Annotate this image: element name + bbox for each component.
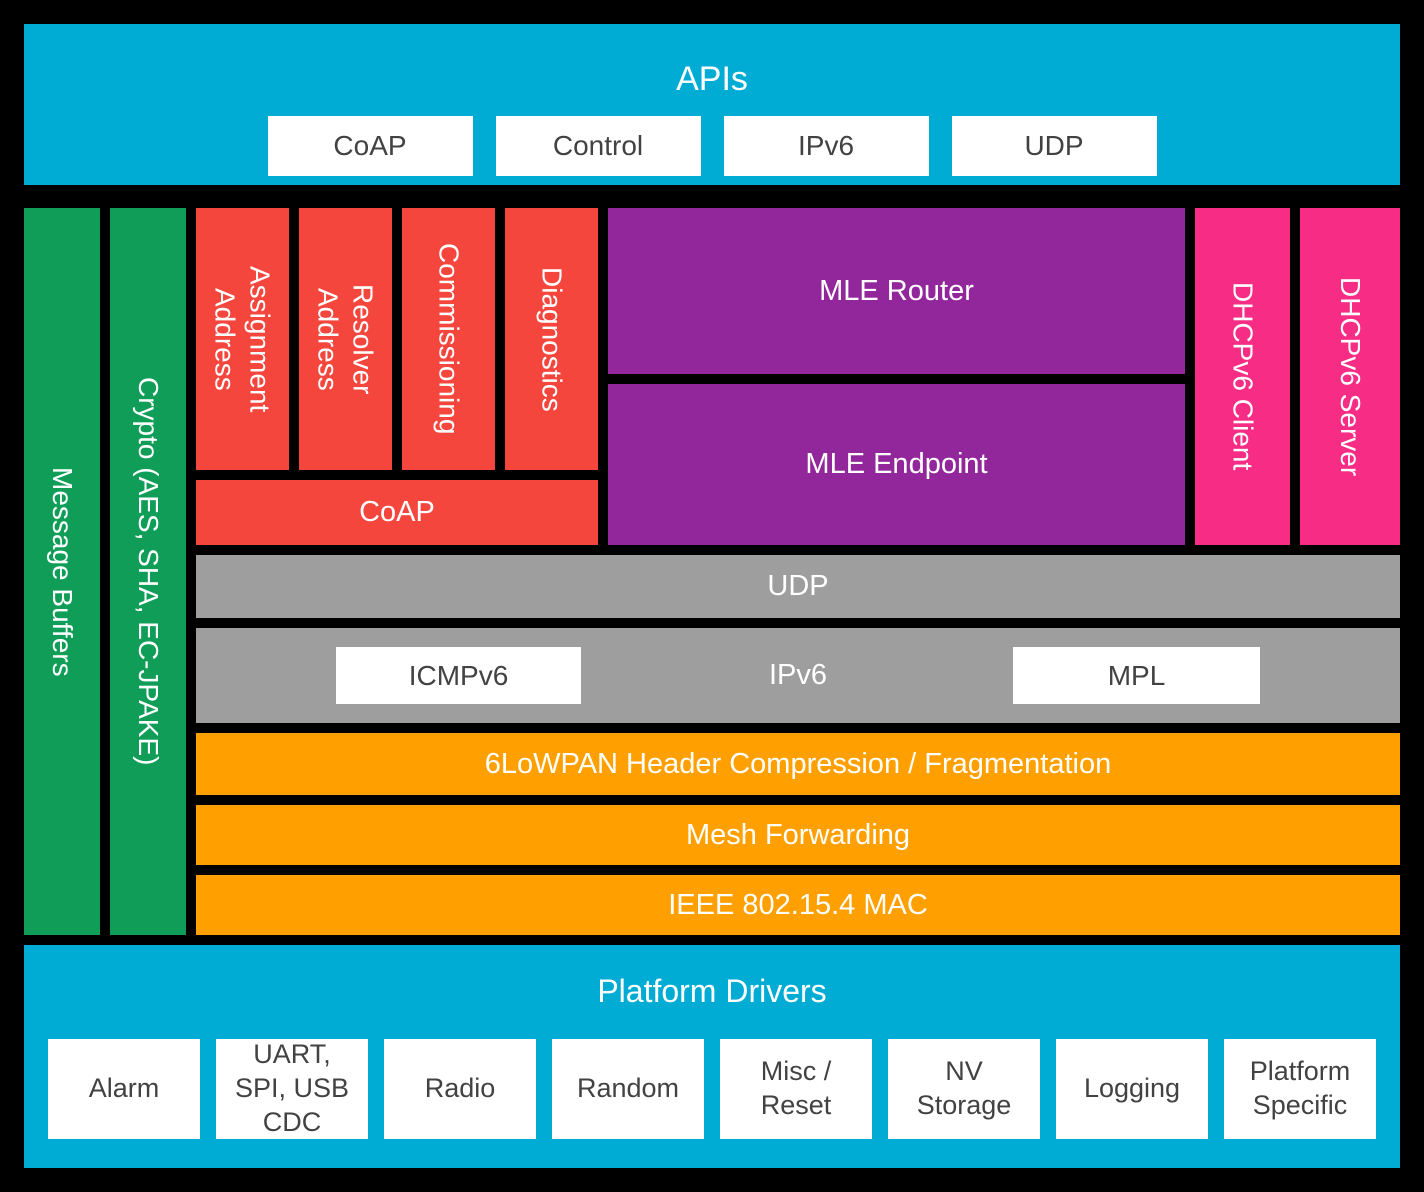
crypto-column: Crypto (AES, SHA, EC-JPAKE)	[110, 208, 186, 935]
diagnostics-label: Diagnostics	[536, 266, 568, 412]
icmpv6-box: ICMPv6	[336, 647, 581, 704]
commissioning-label: Commissioning	[433, 243, 465, 435]
mpl-box: MPL	[1013, 647, 1260, 704]
driver-boxes-row: Alarm UART, SPI, USB CDC Radio Random Mi…	[48, 1039, 1376, 1139]
diagnostics-box: Diagnostics	[505, 208, 598, 470]
udp-layer-bar: UDP	[196, 555, 1400, 618]
api-box-ipv6: IPv6	[723, 116, 929, 176]
apis-section: APIs CoAP Control IPv6 UDP	[24, 24, 1400, 185]
address-resolver-label: Address Resolver	[312, 283, 379, 395]
mle-endpoint-box: MLE Endpoint	[608, 384, 1185, 545]
ieee-mac-layer-bar: IEEE 802.15.4 MAC	[196, 875, 1400, 935]
address-resolver-box: Address Resolver	[299, 208, 392, 470]
ipv6-label: IPv6	[768, 659, 828, 691]
api-box-coap: CoAP	[267, 116, 473, 176]
sixlowpan-layer-bar: 6LoWPAN Header Compression / Fragmentati…	[196, 733, 1400, 795]
driver-box-random: Random	[552, 1039, 704, 1139]
driver-box-platform-specific: Platform Specific	[1224, 1039, 1376, 1139]
dhcpv6-server-label: DHCPv6 Server	[1335, 276, 1366, 477]
mle-router-box: MLE Router	[608, 208, 1185, 374]
api-box-udp: UDP	[951, 116, 1157, 176]
platform-drivers-section: Platform Drivers Alarm UART, SPI, USB CD…	[24, 945, 1400, 1168]
commissioning-box: Commissioning	[402, 208, 495, 470]
api-box-control: Control	[495, 116, 701, 176]
address-assignment-box: Address Assignment	[196, 208, 289, 470]
driver-box-nv-storage: NV Storage	[888, 1039, 1040, 1139]
driver-box-uart-spi-usb: UART, SPI, USB CDC	[216, 1039, 368, 1139]
message-buffers-label: Message Buffers	[47, 466, 78, 677]
driver-box-radio: Radio	[384, 1039, 536, 1139]
driver-box-logging: Logging	[1056, 1039, 1208, 1139]
platform-drivers-title: Platform Drivers	[597, 973, 827, 1009]
coap-layer-box: CoAP	[196, 480, 598, 545]
dhcpv6-client-label: DHCPv6 Client	[1227, 282, 1259, 471]
driver-box-alarm: Alarm	[48, 1039, 200, 1139]
address-assignment-label: Address Assignment	[209, 265, 276, 413]
mesh-forwarding-layer-bar: Mesh Forwarding	[196, 805, 1400, 865]
ipv6-layer-bar: ICMPv6 IPv6 MPL	[196, 628, 1400, 723]
dhcpv6-client-column: DHCPv6 Client	[1195, 208, 1290, 545]
dhcpv6-server-column: DHCPv6 Server	[1300, 208, 1400, 545]
apis-title: APIs	[676, 60, 748, 98]
api-boxes-row: CoAP Control IPv6 UDP	[267, 116, 1157, 176]
crypto-label: Crypto (AES, SHA, EC-JPAKE)	[133, 377, 164, 766]
driver-box-misc-reset: Misc / Reset	[720, 1039, 872, 1139]
message-buffers-column: Message Buffers	[24, 208, 100, 935]
